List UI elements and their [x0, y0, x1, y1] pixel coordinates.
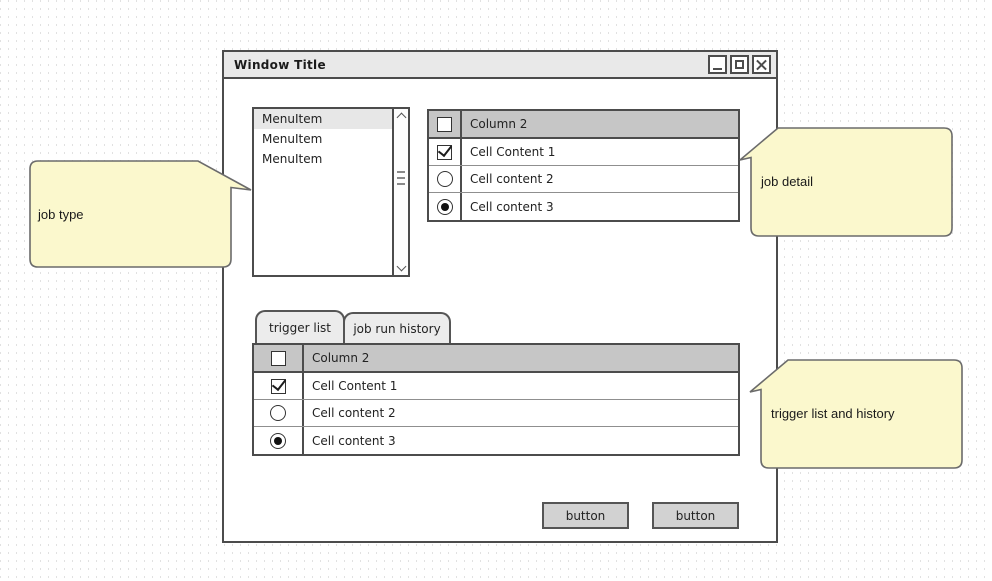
checkbox-checked-icon — [437, 144, 452, 160]
action-button-2[interactable]: button — [652, 502, 739, 529]
callout-bubble-shape — [739, 127, 953, 237]
column-header-label: Column 2 — [470, 117, 528, 131]
checkbox-unchecked-icon — [270, 350, 286, 366]
action-button-1[interactable]: button — [542, 502, 629, 529]
cell-label: Cell content 2 — [470, 172, 554, 186]
header-checkbox-cell[interactable] — [254, 345, 304, 371]
scrollbar-thumb-grip[interactable] — [397, 171, 405, 185]
scroll-down-icon[interactable] — [396, 261, 406, 272]
cell-label: Cell Content 1 — [470, 145, 556, 159]
column-header-label: Column 2 — [312, 351, 370, 365]
table-row[interactable]: Cell content 2 — [254, 400, 738, 427]
checkbox-unchecked-icon — [437, 116, 452, 132]
minimize-button[interactable] — [708, 55, 727, 74]
radio-unchecked-icon — [436, 171, 453, 187]
close-button[interactable] — [752, 55, 771, 74]
job-detail-table: Column 2 Cell Content 1 Cell content 2 C… — [427, 109, 740, 222]
radio-checked-icon — [436, 198, 453, 215]
mockup-window: Window Title MenuItem MenuItem MenuItem … — [222, 50, 778, 543]
tab-job-run-history[interactable]: job run history — [343, 312, 451, 343]
window-titlebar[interactable]: Window Title — [224, 52, 776, 79]
minimize-icon — [713, 68, 722, 70]
table-row[interactable]: Cell Content 1 — [429, 139, 738, 166]
callout-bubble-shape — [749, 359, 963, 469]
callout-job-detail: job detail — [738, 126, 954, 238]
table-header-row: Column 2 — [429, 111, 738, 139]
cell-label: Cell content 2 — [312, 406, 396, 420]
callout-text: job type — [38, 206, 84, 222]
table-header-row: Column 2 — [254, 345, 738, 373]
tab-trigger-list[interactable]: trigger list — [255, 310, 345, 343]
table-row[interactable]: Cell Content 1 — [254, 373, 738, 400]
listbox-scrollbar[interactable] — [392, 109, 408, 275]
job-type-listbox[interactable]: MenuItem MenuItem MenuItem — [252, 107, 410, 277]
maximize-icon — [735, 60, 744, 69]
row-radio-cell[interactable] — [429, 193, 462, 220]
row-radio-cell[interactable] — [254, 400, 304, 426]
window-controls — [708, 55, 771, 74]
scroll-up-icon[interactable] — [396, 112, 406, 123]
callout-job-type: job type — [28, 159, 254, 271]
checkbox-checked-icon — [270, 378, 286, 394]
trigger-list-table: Column 2 Cell Content 1 Cell content 2 C… — [252, 343, 740, 456]
callout-bubble-shape — [29, 160, 252, 268]
radio-unchecked-icon — [270, 405, 286, 421]
row-radio-cell[interactable] — [254, 427, 304, 454]
row-checkbox-cell[interactable] — [429, 139, 462, 165]
window-title: Window Title — [234, 57, 326, 72]
table-row[interactable]: Cell content 3 — [429, 193, 738, 220]
row-radio-cell[interactable] — [429, 166, 462, 192]
cell-label: Cell content 3 — [470, 199, 554, 214]
callout-text: job detail — [761, 173, 814, 189]
job-type-list-items: MenuItem MenuItem MenuItem — [254, 109, 392, 275]
cell-label: Cell Content 1 — [312, 379, 398, 393]
maximize-button[interactable] — [730, 55, 749, 74]
table-row[interactable]: Cell content 2 — [429, 166, 738, 193]
table-row[interactable]: Cell content 3 — [254, 427, 738, 454]
list-item-menuitem-2[interactable]: MenuItem — [262, 132, 323, 146]
header-checkbox-cell[interactable] — [429, 111, 462, 137]
callout-trigger-list-and-history: trigger list and history — [748, 358, 964, 470]
list-item-menuitem-1[interactable]: MenuItem — [254, 109, 392, 129]
row-checkbox-cell[interactable] — [254, 373, 304, 399]
list-item-menuitem-3[interactable]: MenuItem — [262, 152, 323, 166]
cell-label: Cell content 3 — [312, 433, 396, 448]
radio-checked-icon — [270, 432, 286, 449]
callout-text: trigger list and history — [771, 405, 895, 421]
